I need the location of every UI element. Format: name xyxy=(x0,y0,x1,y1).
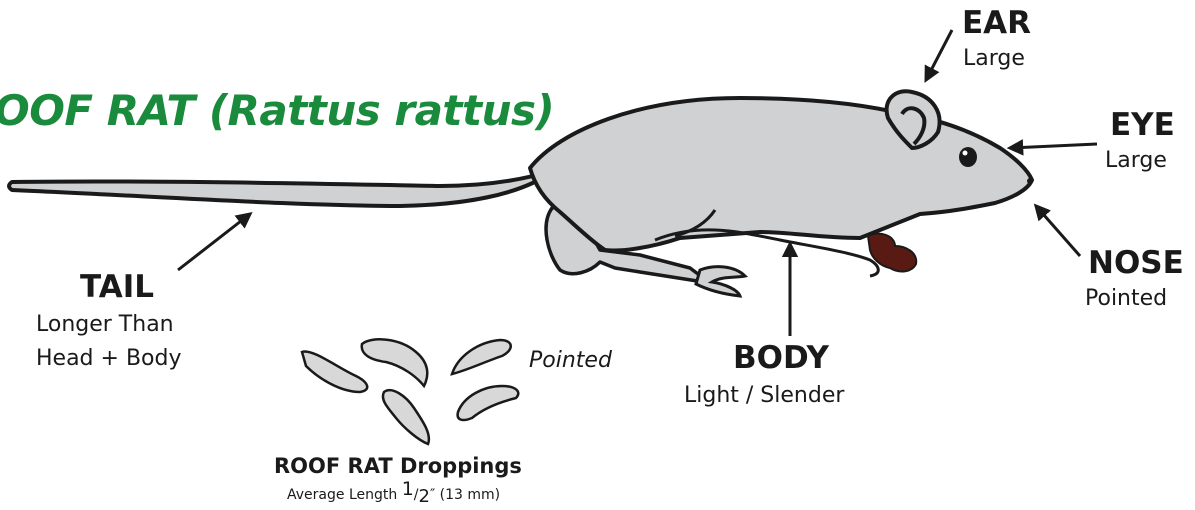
nose-tip xyxy=(1027,178,1033,184)
fraction-separator: / xyxy=(414,487,419,503)
tail-description-line2: Head + Body xyxy=(36,346,181,371)
nose-description: Pointed xyxy=(1085,286,1167,311)
ear-arrow xyxy=(926,30,952,80)
eye-arrow xyxy=(1010,144,1097,148)
body-description: Light / Slender xyxy=(684,383,844,408)
droppings-illustration xyxy=(302,339,518,444)
droppings-subtitle-suffix: ″ (13 mm) xyxy=(430,487,500,503)
ear-label: EAR xyxy=(962,8,1031,39)
tail-description-line1: Longer Than xyxy=(36,312,174,337)
nose-arrow xyxy=(1036,206,1080,256)
droppings-subtitle-prefix: Average Length xyxy=(287,487,402,503)
droppings-shape-note: Pointed xyxy=(529,348,612,373)
diagram-title: OOF RAT (Rattus rattus) xyxy=(0,86,554,135)
droppings-subtitle: Average Length 1/2″ (13 mm) xyxy=(287,482,500,504)
fraction-numerator: 1 xyxy=(402,478,414,500)
body-shape xyxy=(530,98,1032,251)
tail-label: TAIL xyxy=(80,272,154,303)
nose-label: NOSE xyxy=(1088,248,1184,279)
fraction-denominator: 2 xyxy=(419,486,430,507)
ear-description: Large xyxy=(963,46,1025,71)
eye-description: Large xyxy=(1105,148,1167,173)
body-label: BODY xyxy=(733,343,829,374)
tail-shape xyxy=(9,170,555,206)
tail-arrow xyxy=(178,214,250,270)
eye-label: EYE xyxy=(1110,110,1175,141)
droppings-title: ROOF RAT Droppings xyxy=(274,454,522,478)
eye-shape xyxy=(959,147,977,167)
